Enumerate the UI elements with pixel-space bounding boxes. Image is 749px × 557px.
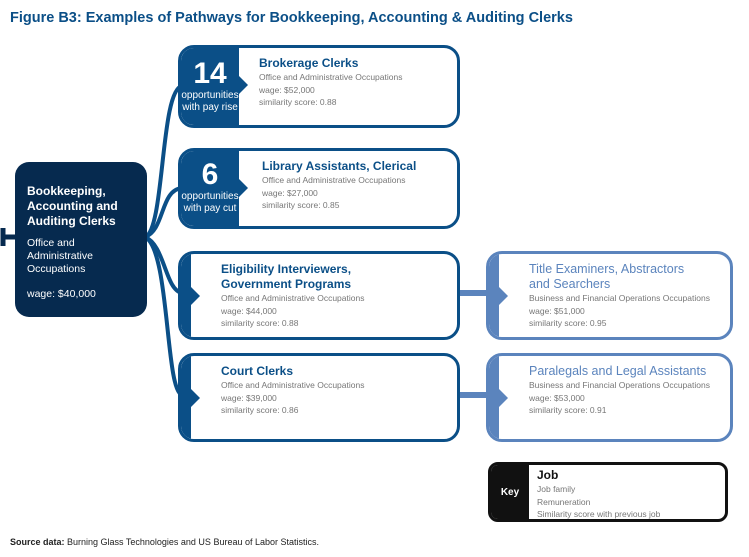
job-family: Office and Administrative Occupations <box>259 72 403 82</box>
job-similarity: similarity score: 0.91 <box>529 405 607 415</box>
job-similarity: similarity score: 0.88 <box>259 97 337 107</box>
job-card-eligibility-interviewers: Eligibility Interviewers, Government Pro… <box>178 251 460 340</box>
job-similarity: similarity score: 0.86 <box>221 405 299 415</box>
source-job-title: Bookkeeping, Accounting and Auditing Cle… <box>27 184 118 228</box>
legend-key: Key Job Job family Remuneration Similari… <box>488 462 728 522</box>
key-family: Job family <box>537 484 576 494</box>
source-job-wage: wage: $40,000 <box>27 288 96 300</box>
source-note-label: Source data: <box>10 537 65 547</box>
key-similarity: Similarity score with previous job <box>537 509 661 519</box>
job-wage: wage: $44,000 <box>221 305 277 316</box>
opportunities-count: 14 <box>193 57 227 90</box>
job-family: Office and Administrative Occupations <box>221 293 365 303</box>
key-job: Job <box>537 468 559 482</box>
source-job-family: Office and Administrative Occupations <box>27 237 93 275</box>
job-title: Paralegals and Legal Assistants <box>529 364 707 378</box>
key-remuneration: Remuneration <box>537 496 591 507</box>
key-label: Key <box>491 465 529 519</box>
job-title: Eligibility Interviewers, Government Pro… <box>221 262 352 291</box>
job-family: Office and Administrative Occupations <box>221 380 365 390</box>
opportunities-count: 6 <box>201 158 219 191</box>
job-similarity: similarity score: 0.88 <box>221 318 299 328</box>
opportunities-label: opportunities with pay cut <box>181 191 239 214</box>
job-title: Brokerage Clerks <box>259 56 359 70</box>
job-family: Business and Financial Operations Occupa… <box>529 380 710 390</box>
job-family: Office and Administrative Occupations <box>262 175 406 185</box>
job-title: Court Clerks <box>221 364 294 378</box>
job-wage: wage: $51,000 <box>529 305 585 316</box>
opportunities-label: opportunities with pay rise <box>181 90 239 113</box>
job-wage: wage: $39,000 <box>221 392 277 403</box>
job-similarity: similarity score: 0.85 <box>262 200 340 210</box>
job-wage: wage: $27,000 <box>262 187 318 198</box>
source-note: Source data: Burning Glass Technologies … <box>10 537 319 547</box>
job-card-title-examiners: Title Examiners, Abstractors and Searche… <box>486 251 733 340</box>
source-job-card: Bookkeeping, Accounting and Auditing Cle… <box>15 162 147 317</box>
job-similarity: similarity score: 0.95 <box>529 318 607 328</box>
job-title: Title Examiners, Abstractors and Searche… <box>529 262 685 291</box>
job-family: Business and Financial Operations Occupa… <box>529 293 710 303</box>
job-wage: wage: $53,000 <box>529 392 585 403</box>
job-wage: wage: $52,000 <box>259 84 315 95</box>
job-title: Library Assistants, Clerical <box>262 159 417 173</box>
figure-title: Figure B3: Examples of Pathways for Book… <box>10 10 573 26</box>
source-note-text: Burning Glass Technologies and US Bureau… <box>64 537 319 547</box>
